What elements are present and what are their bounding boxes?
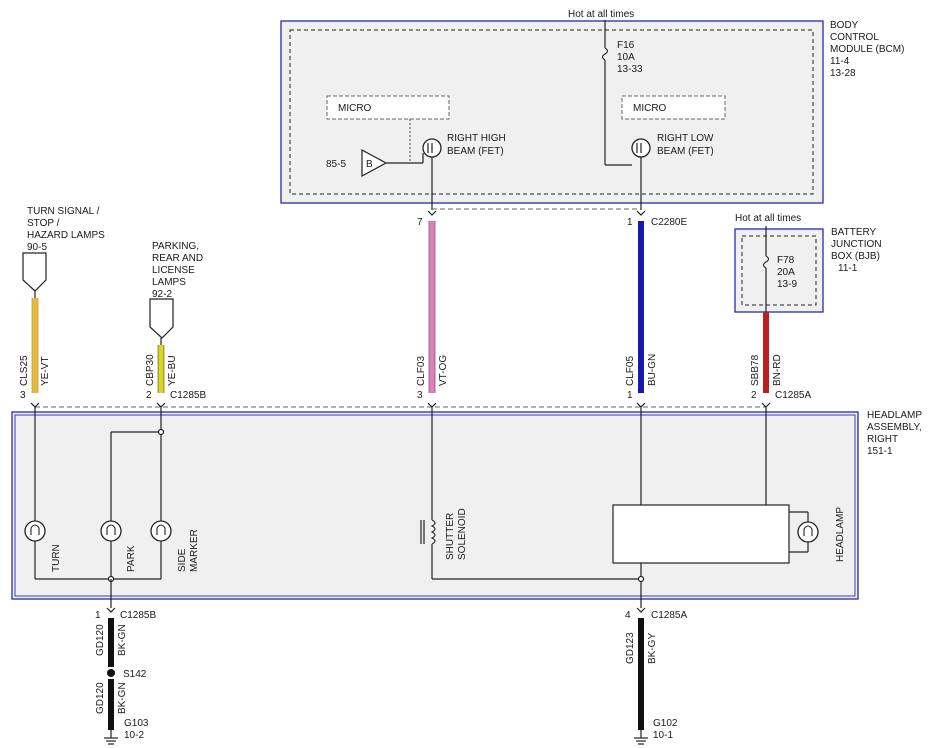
wire-gd120-circuit-upper: GD120 <box>95 624 106 656</box>
headlamp-title-2: ASSEMBLY, <box>867 422 922 433</box>
micro-label-left: MICRO <box>338 103 372 114</box>
ground-g102-label: G102 <box>653 718 678 729</box>
ground-g103-icon <box>104 730 118 745</box>
ground-a-connector: C1285A <box>651 610 687 621</box>
park-bulb-icon <box>100 520 122 542</box>
side-marker-label-2: MARKER <box>189 529 200 572</box>
wire-cbp30-color: YE-BU <box>167 355 178 386</box>
pin-shutter: 3 <box>417 390 423 401</box>
wire-cls25-circuit: CLS25 <box>19 355 30 386</box>
wire-gd120-color-upper: BK-GN <box>117 624 128 656</box>
wire-clf03-color: VT-OG <box>438 355 449 386</box>
fuse-f16-rating: 10A <box>617 52 635 63</box>
shutter-label-1: SHUTTER <box>445 513 456 560</box>
ground-b-connector: C1285B <box>120 610 156 621</box>
bcm-module: MICRO MICRO <box>280 20 824 204</box>
parking-label-3: LICENSE <box>152 265 195 276</box>
bjb-ref: 11-1 <box>838 263 858 274</box>
side-marker-label-1: SIDE <box>177 548 188 572</box>
bcm-title-1: BODY <box>830 20 859 31</box>
pin-c1285a: C1285A <box>775 390 811 401</box>
parking-ref: 92-2 <box>152 289 172 300</box>
fet-low-label-1: RIGHT LOW <box>657 133 714 144</box>
turn-signal-label-1: TURN SIGNAL / <box>27 206 100 217</box>
turn-signal-label-2: STOP / <box>27 218 60 229</box>
headlamp-title-3: RIGHT <box>867 434 898 445</box>
bcm-ref-1: 11-4 <box>830 56 850 67</box>
fuse-f16-name: F16 <box>617 40 635 51</box>
bcm-title-2: CONTROL <box>830 32 879 43</box>
parking-connector-icon <box>149 298 174 339</box>
pin-c1285b: C1285B <box>170 390 206 401</box>
park-label: PARK <box>126 545 137 572</box>
micro-box-left <box>326 95 450 120</box>
ground-g102-icon <box>634 730 648 745</box>
bjb-title-3: BOX (BJB) <box>831 251 880 262</box>
wire-sbb78-circuit: SBB78 <box>750 354 761 386</box>
turn-label: TURN <box>51 544 62 572</box>
fet-high-label-2: BEAM (FET) <box>447 146 504 157</box>
wire-gd120-color-lower: BK-GN <box>117 682 128 714</box>
bcm-pin-low: 1 <box>627 217 633 228</box>
wire-clf05-circuit: CLF05 <box>625 356 636 386</box>
wire-cbp30-circuit: CBP30 <box>145 354 156 386</box>
pin-turn: 3 <box>20 390 26 401</box>
input-b-letter: B <box>366 159 373 170</box>
shutter-solenoid-icon <box>430 519 436 545</box>
turn-signal-label-3: HAZARD LAMPS <box>27 230 105 241</box>
micro-label-right: MICRO <box>633 103 667 114</box>
bcm-pin-high: 7 <box>417 217 423 228</box>
turn-signal-ref: 90-5 <box>27 242 47 253</box>
wire-clf05-color: BU-GN <box>647 354 658 386</box>
splice-s142 <box>107 669 115 677</box>
fet-high-label-1: RIGHT HIGH <box>447 133 506 144</box>
bjb-title-2: JUNCTION <box>831 239 882 250</box>
parking-label-2: REAR AND <box>152 253 203 264</box>
turn-bulb-icon <box>24 520 46 542</box>
ground-b-pin: 1 <box>95 610 101 621</box>
bjb-module <box>734 228 824 313</box>
bjb-title-1: BATTERY <box>831 227 877 238</box>
pin-bjb: 2 <box>751 390 757 401</box>
wire-gd120-circuit-lower: GD120 <box>95 682 106 714</box>
wire-clf03-circuit: CLF03 <box>416 356 427 386</box>
turn-signal-connector-icon <box>22 252 47 292</box>
headlamp-title-1: HEADLAMP <box>867 410 922 421</box>
parking-label-1: PARKING, <box>152 241 199 252</box>
bcm-ref-2: 13-28 <box>830 68 856 79</box>
fuse-f78-rating: 20A <box>777 267 795 278</box>
micro-box-right <box>621 95 726 120</box>
wire-sbb78-color: BN-RD <box>772 354 783 386</box>
input-b-ref: 85-5 <box>326 159 346 170</box>
pin-headlamp: 1 <box>627 390 633 401</box>
parking-label-4: LAMPS <box>152 277 186 288</box>
wire-gd123-circuit: GD123 <box>625 632 636 664</box>
fet-low-label-2: BEAM (FET) <box>657 146 714 157</box>
bcm-title-3: MODULE (BCM) <box>830 44 904 55</box>
ground-a-pin: 4 <box>625 610 631 621</box>
side-marker-bulb-icon <box>150 520 172 542</box>
ground-g103-ref: 10-2 <box>124 730 144 741</box>
headlamp-label: HEADLAMP <box>835 507 846 562</box>
headlamp-ref: 151-1 <box>867 446 893 457</box>
headlamp-module-box <box>612 504 790 564</box>
bcm-connector: C2280E <box>651 217 687 228</box>
fuse-f16-ref: 13-33 <box>617 64 643 75</box>
fuse-f78-name: F78 <box>777 255 795 266</box>
headlamp-bulb-icon <box>797 521 819 543</box>
splice-label: S142 <box>123 669 147 680</box>
fuse-f78-ref: 13-9 <box>777 279 797 290</box>
fuse-f78-icon <box>762 255 770 269</box>
ground-g103-label: G103 <box>124 718 149 729</box>
shutter-label-2: SOLENOID <box>457 508 468 560</box>
input-b-icon <box>361 148 388 178</box>
ground-g102-ref: 10-1 <box>653 730 673 741</box>
wire-cls25-color: YE-VT <box>40 357 51 386</box>
pin-park: 2 <box>146 390 152 401</box>
fuse-f16-icon <box>601 47 609 61</box>
wire-gd123-color: BK-GY <box>647 633 658 664</box>
bjb-hot-label: Hot at all times <box>735 213 801 224</box>
bcm-hot-label: Hot at all times <box>568 9 634 20</box>
